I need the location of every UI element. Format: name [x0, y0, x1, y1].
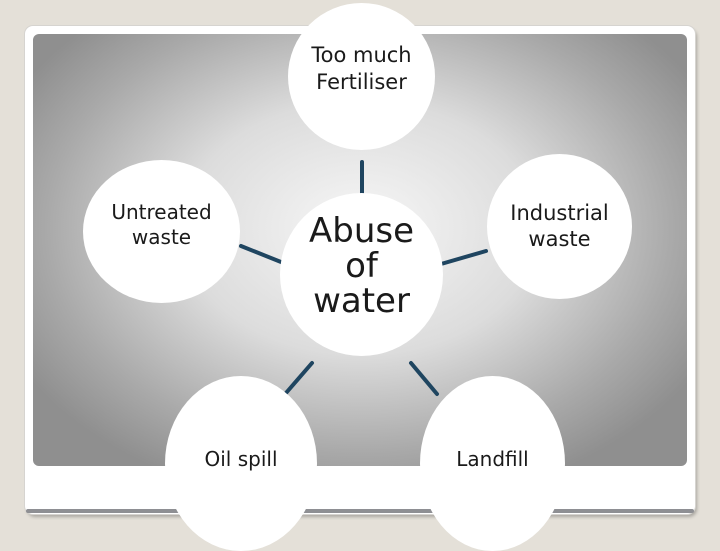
node-label: Industrial waste: [510, 201, 609, 251]
node-too-much-fertiliser: Too much Fertiliser: [288, 3, 435, 150]
node-label: Untreated waste: [111, 200, 212, 249]
bottom-rule: [26, 509, 694, 513]
node-industrial-waste: Industrial waste: [487, 154, 632, 299]
node-untreated-waste: Untreated waste: [83, 160, 240, 303]
center-label: Abuse of water: [308, 211, 415, 321]
connector-left: [239, 244, 288, 266]
connector-bottom-left: [284, 361, 314, 395]
node-oil-spill: Oil spill: [165, 376, 317, 551]
node-label: Oil spill: [204, 447, 278, 471]
node-label: Landfill: [456, 447, 529, 471]
node-abuse-of-water: Abuse of water: [280, 193, 443, 356]
node-label: Too much Fertiliser: [311, 43, 412, 94]
node-landfill: Landfill: [420, 376, 565, 551]
connector-right: [439, 249, 488, 266]
connector-bottom-right: [409, 361, 439, 396]
